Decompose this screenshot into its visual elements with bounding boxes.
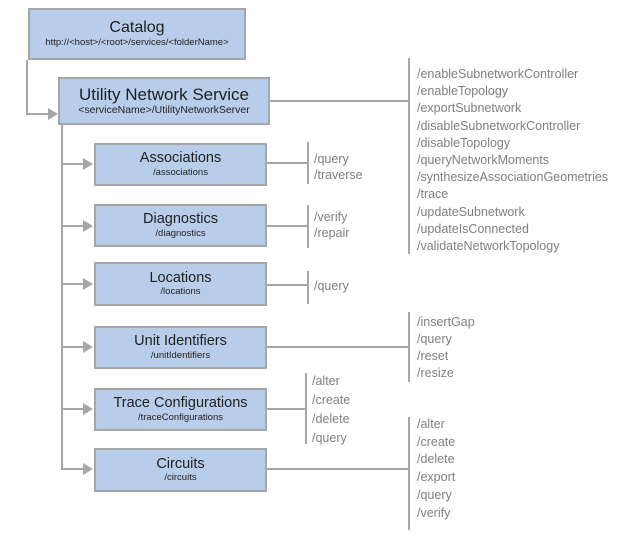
- trace-configurations-ops-connector: [267, 408, 305, 410]
- operation-label: /query: [312, 431, 347, 445]
- circuits-operations-list: /alter/create/delete/export/query/verify: [417, 416, 455, 522]
- operation-label: /insertGap: [417, 315, 475, 329]
- operation-label: /query: [314, 279, 349, 293]
- associations-ops-connector: [267, 162, 307, 164]
- operation-label: /create: [312, 393, 351, 407]
- operation-label: /reset: [417, 349, 449, 363]
- operation-label: /enableSubnetworkController: [417, 67, 579, 81]
- operation-label: /trace: [417, 187, 449, 202]
- trace-configurations-node: Trace Configurations /traceConfiguration…: [94, 388, 267, 431]
- unit-identifiers-ops-connector: [267, 346, 408, 348]
- arrow-to-trace-configurations-icon: [83, 403, 93, 415]
- branch-diagnostics-line: [61, 225, 84, 227]
- operation-label: /disableSubnetworkController: [417, 118, 581, 133]
- unit-identifiers-ops-bracket: [408, 312, 410, 382]
- branch-unit-identifiers-line: [61, 346, 84, 348]
- unit-identifiers-path: /unitIdentifiers: [150, 349, 211, 361]
- circuits-node: Circuits /circuits: [94, 448, 267, 492]
- arrow-to-service-icon: [48, 108, 58, 120]
- operation-label: /query: [314, 152, 349, 166]
- diagnostics-path: /diagnostics: [155, 227, 206, 239]
- branch-locations-line: [61, 283, 84, 285]
- associations-ops-bracket: [307, 142, 309, 184]
- service-ops-bracket: [408, 58, 410, 254]
- circuits-ops-connector: [267, 468, 408, 470]
- operation-label: /queryNetworkMoments: [417, 153, 549, 168]
- catalog-title: Catalog: [109, 19, 165, 37]
- unit-identifiers-operations-list: /insertGap/query/reset/resize: [417, 314, 475, 382]
- catalog-node: Catalog http://<host>/<root>/services/<f…: [28, 8, 246, 60]
- operation-label: /resize: [417, 366, 454, 380]
- service-trunk-line: [61, 125, 63, 469]
- utility-network-service-node: Utility Network Service <serviceName>/Ut…: [58, 77, 270, 125]
- diagnostics-node: Diagnostics /diagnostics: [94, 204, 267, 247]
- service-title: Utility Network Service: [78, 84, 250, 104]
- branch-associations-line: [61, 163, 84, 165]
- diagnostics-operations-list: /verify/repair: [314, 209, 349, 241]
- operation-label: /verify: [314, 210, 348, 224]
- unit-identifiers-node: Unit Identifiers /unitIdentifiers: [94, 326, 267, 369]
- arrow-to-diagnostics-icon: [83, 220, 93, 232]
- unit-identifiers-title: Unit Identifiers: [134, 333, 227, 350]
- circuits-ops-bracket: [408, 417, 410, 530]
- trace-configurations-path: /traceConfigurations: [137, 411, 224, 423]
- arrow-to-unit-identifiers-icon: [83, 341, 93, 353]
- service-operations-list: /enableSubnetworkController/enableTopolo…: [417, 66, 608, 255]
- catalog-drop-line: [26, 60, 28, 115]
- locations-operations-list: /query: [314, 278, 349, 294]
- service-path: <serviceName>/UtilityNetworkServer: [78, 103, 250, 116]
- operation-label: /verify: [417, 505, 451, 520]
- operation-label: /updateSubnetwork: [417, 204, 525, 219]
- diagnostics-title: Diagnostics: [143, 211, 218, 228]
- trace-configurations-title: Trace Configurations: [113, 395, 248, 412]
- operation-label: /updateIsConnected: [417, 221, 529, 236]
- locations-ops-bracket: [307, 271, 309, 304]
- locations-ops-connector: [267, 284, 307, 286]
- service-ops-connector: [270, 100, 408, 102]
- operation-label: /delete: [312, 412, 350, 426]
- locations-node: Locations /locations: [94, 262, 267, 306]
- catalog-url: http://<host>/<root>/services/<folderNam…: [45, 37, 229, 49]
- branch-circuits-line: [61, 468, 84, 470]
- operation-label: /export: [417, 470, 456, 485]
- diagnostics-ops-connector: [267, 225, 307, 227]
- catalog-elbow-line: [26, 113, 49, 115]
- arrow-to-associations-icon: [83, 158, 93, 170]
- locations-title: Locations: [149, 269, 212, 286]
- operation-label: /alter: [312, 374, 340, 388]
- operation-label: /validateNetworkTopology: [417, 239, 560, 254]
- operation-label: /create: [417, 434, 456, 449]
- operation-label: /query: [417, 487, 452, 502]
- operation-label: /query: [417, 332, 452, 346]
- operation-label: /exportSubnetwork: [417, 101, 522, 116]
- operation-label: /repair: [314, 226, 350, 240]
- associations-title: Associations: [139, 150, 222, 167]
- branch-trace-configurations-line: [61, 408, 84, 410]
- diagnostics-ops-bracket: [307, 205, 309, 248]
- arrow-to-locations-icon: [83, 278, 93, 290]
- operation-label: /delete: [417, 452, 455, 467]
- operation-label: /enableTopology: [417, 84, 509, 99]
- trace-configurations-ops-bracket: [305, 373, 307, 444]
- associations-path: /associations: [153, 166, 208, 178]
- operation-label: /synthesizeAssociationGeometries: [417, 170, 609, 185]
- circuits-path: /circuits: [164, 472, 197, 484]
- operation-label: /disableTopology: [417, 135, 511, 150]
- associations-operations-list: /query/traverse: [314, 151, 363, 183]
- locations-path: /locations: [160, 286, 201, 298]
- arrow-to-circuits-icon: [83, 463, 93, 475]
- operation-label: /alter: [417, 417, 445, 431]
- associations-node: Associations /associations: [94, 143, 267, 186]
- operation-label: /traverse: [314, 168, 363, 182]
- trace-configurations-operations-list: /alter/create/delete/query: [312, 372, 350, 448]
- circuits-title: Circuits: [156, 455, 205, 472]
